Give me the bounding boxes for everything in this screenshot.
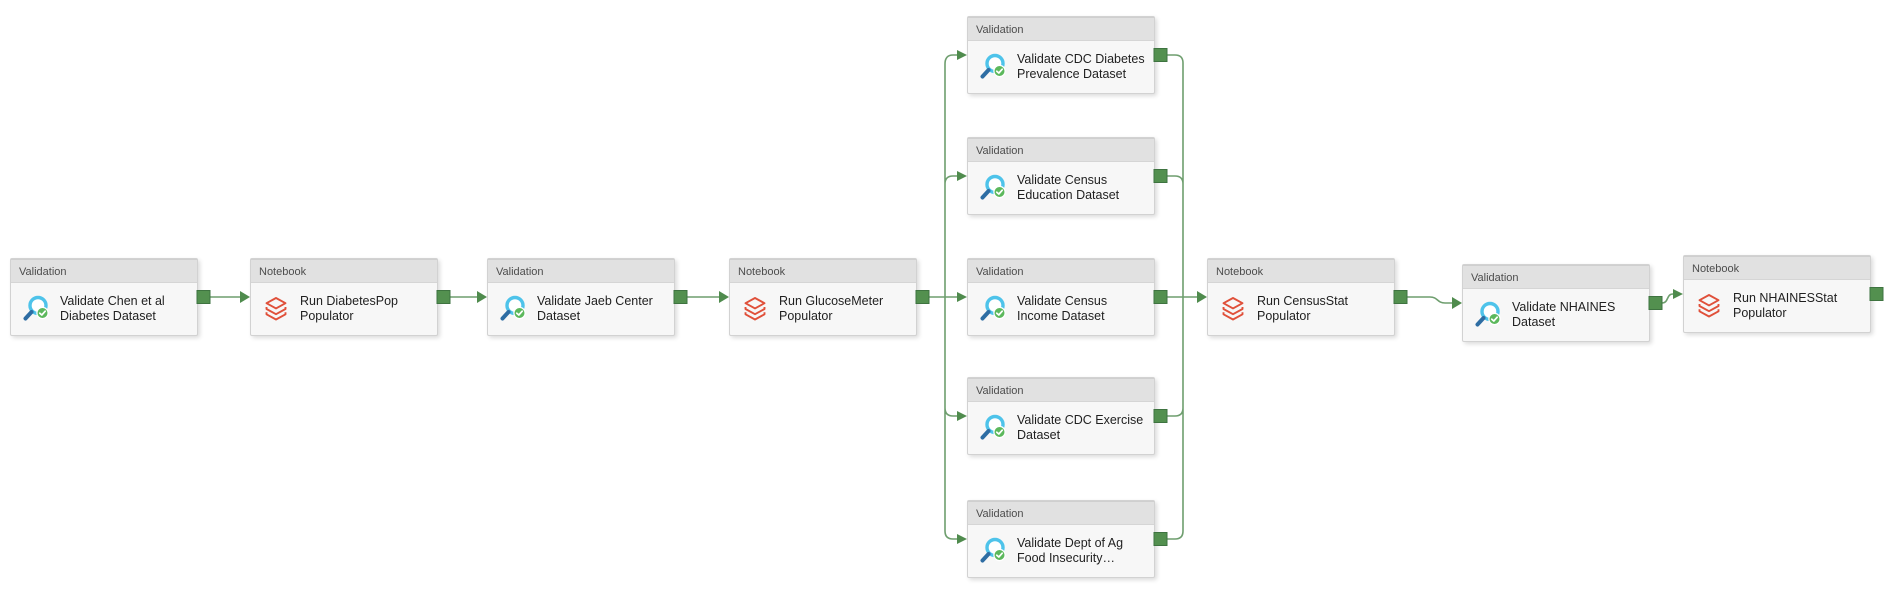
databricks-stack-icon [261,294,291,324]
node-type-label: Validation [968,17,1154,41]
node-title: Validate Chen et al Diabetes Dataset [60,294,165,323]
arrowhead-into-cdc-exercise [957,411,967,421]
arrowhead-into-dept-of-ag [957,534,967,544]
node-type-label: Validation [1463,265,1649,289]
magnifier-with-green-check-icon [978,536,1008,566]
node-run-nhainesstat[interactable]: Notebook Run NHAINESStat Populator [1683,255,1871,333]
arrowhead-into-censusstat [1197,291,1207,303]
node-title: Validate NHAINES Dataset [1512,300,1616,329]
output-port-validate-cdc-diabetes-prevalence[interactable] [1153,48,1168,62]
node-validate-jaeb-center[interactable]: Validation Validate Jaeb Center Dataset [487,258,675,336]
node-type-label: Notebook [730,259,916,283]
output-port-validate-nhaines[interactable] [1648,296,1663,310]
magnifier-with-green-check-icon [1473,300,1503,330]
arrowhead-into-nhaines [1452,297,1462,309]
node-type-label: Validation [968,259,1154,283]
node-title: Validate Census Education Dataset [1017,173,1120,202]
arrowhead-into-cdc-diabetes-prevalence [957,50,967,60]
node-title: Run CensusStat Populator [1257,294,1349,323]
node-validate-dept-of-ag[interactable]: Validation Validate Dept of Ag Food Inse… [967,500,1155,578]
node-title: Validate Jaeb Center Dataset [537,294,653,323]
magnifier-with-green-check-icon [978,173,1008,203]
arrowhead-into-census-income [957,292,967,302]
output-port-run-glucosemeter[interactable] [915,290,930,304]
output-port-run-nhainesstat[interactable] [1869,287,1884,301]
arrowhead-into-jaeb [477,291,487,303]
node-validate-cdc-diabetes-prevalence[interactable]: Validation Validate CDC Diabetes Prevale… [967,16,1155,94]
node-title: Validate Dept of Ag Food Insecurity… [1017,536,1124,565]
edge-fanin-to-censusstat [1167,54,1197,540]
databricks-stack-icon [1694,291,1724,321]
edge-nhaines-to-nhainesstat [1661,293,1674,304]
magnifier-with-green-check-icon [978,294,1008,324]
output-port-validate-jaeb[interactable] [673,290,688,304]
node-title: Run GlucoseMeter Populator [779,294,884,323]
node-validate-census-income[interactable]: Validation Validate Census Income Datase… [967,258,1155,336]
node-title: Run DiabetesPop Populator [300,294,398,323]
output-port-validate-census-education[interactable] [1153,169,1168,183]
node-title: Validate CDC Diabetes Prevalence Dataset [1017,52,1145,81]
databricks-stack-icon [740,294,770,324]
node-type-label: Validation [968,378,1154,402]
magnifier-with-green-check-icon [21,294,51,324]
output-port-run-diabetespop[interactable] [436,290,451,304]
edge-glucosemeter-fanout [929,54,957,540]
node-run-censusstat[interactable]: Notebook Run CensusStat Populator [1207,258,1395,336]
magnifier-with-green-check-icon [978,413,1008,443]
output-port-validate-census-income[interactable] [1153,290,1168,304]
node-type-label: Notebook [1684,256,1870,280]
arrowhead-into-glucosemeter [719,291,729,303]
node-validate-cdc-exercise[interactable]: Validation Validate CDC Exercise Dataset [967,377,1155,455]
node-type-label: Notebook [1208,259,1394,283]
magnifier-with-green-check-icon [978,52,1008,82]
databricks-stack-icon [1218,294,1248,324]
arrowhead-into-diabetespop [240,291,250,303]
node-title: Run NHAINESStat Populator [1733,291,1838,320]
arrowhead-into-census-education [957,171,967,181]
node-validate-chen-et-al[interactable]: Validation Validate Chen et al Diabetes … [10,258,198,336]
output-port-run-censusstat[interactable] [1393,290,1408,304]
edge-censusstat-to-nhaines [1407,296,1452,304]
node-run-glucosemeter[interactable]: Notebook Run GlucoseMeter Populator [729,258,917,336]
node-validate-nhaines[interactable]: Validation Validate NHAINES Dataset [1462,264,1650,342]
magnifier-with-green-check-icon [498,294,528,324]
output-port-validate-cdc-exercise[interactable] [1153,409,1168,423]
node-type-label: Notebook [251,259,437,283]
node-run-diabetespop[interactable]: Notebook Run DiabetesPop Populator [250,258,438,336]
node-title: Validate Census Income Dataset [1017,294,1108,323]
node-validate-census-education[interactable]: Validation Validate Census Education Dat… [967,137,1155,215]
output-port-validate-chen[interactable] [196,290,211,304]
node-type-label: Validation [968,138,1154,162]
node-type-label: Validation [11,259,197,283]
node-type-label: Validation [488,259,674,283]
arrowhead-into-nhainesstat [1673,289,1683,299]
node-type-label: Validation [968,501,1154,525]
node-title: Validate CDC Exercise Dataset [1017,413,1144,442]
output-port-validate-dept-of-ag[interactable] [1153,532,1168,546]
